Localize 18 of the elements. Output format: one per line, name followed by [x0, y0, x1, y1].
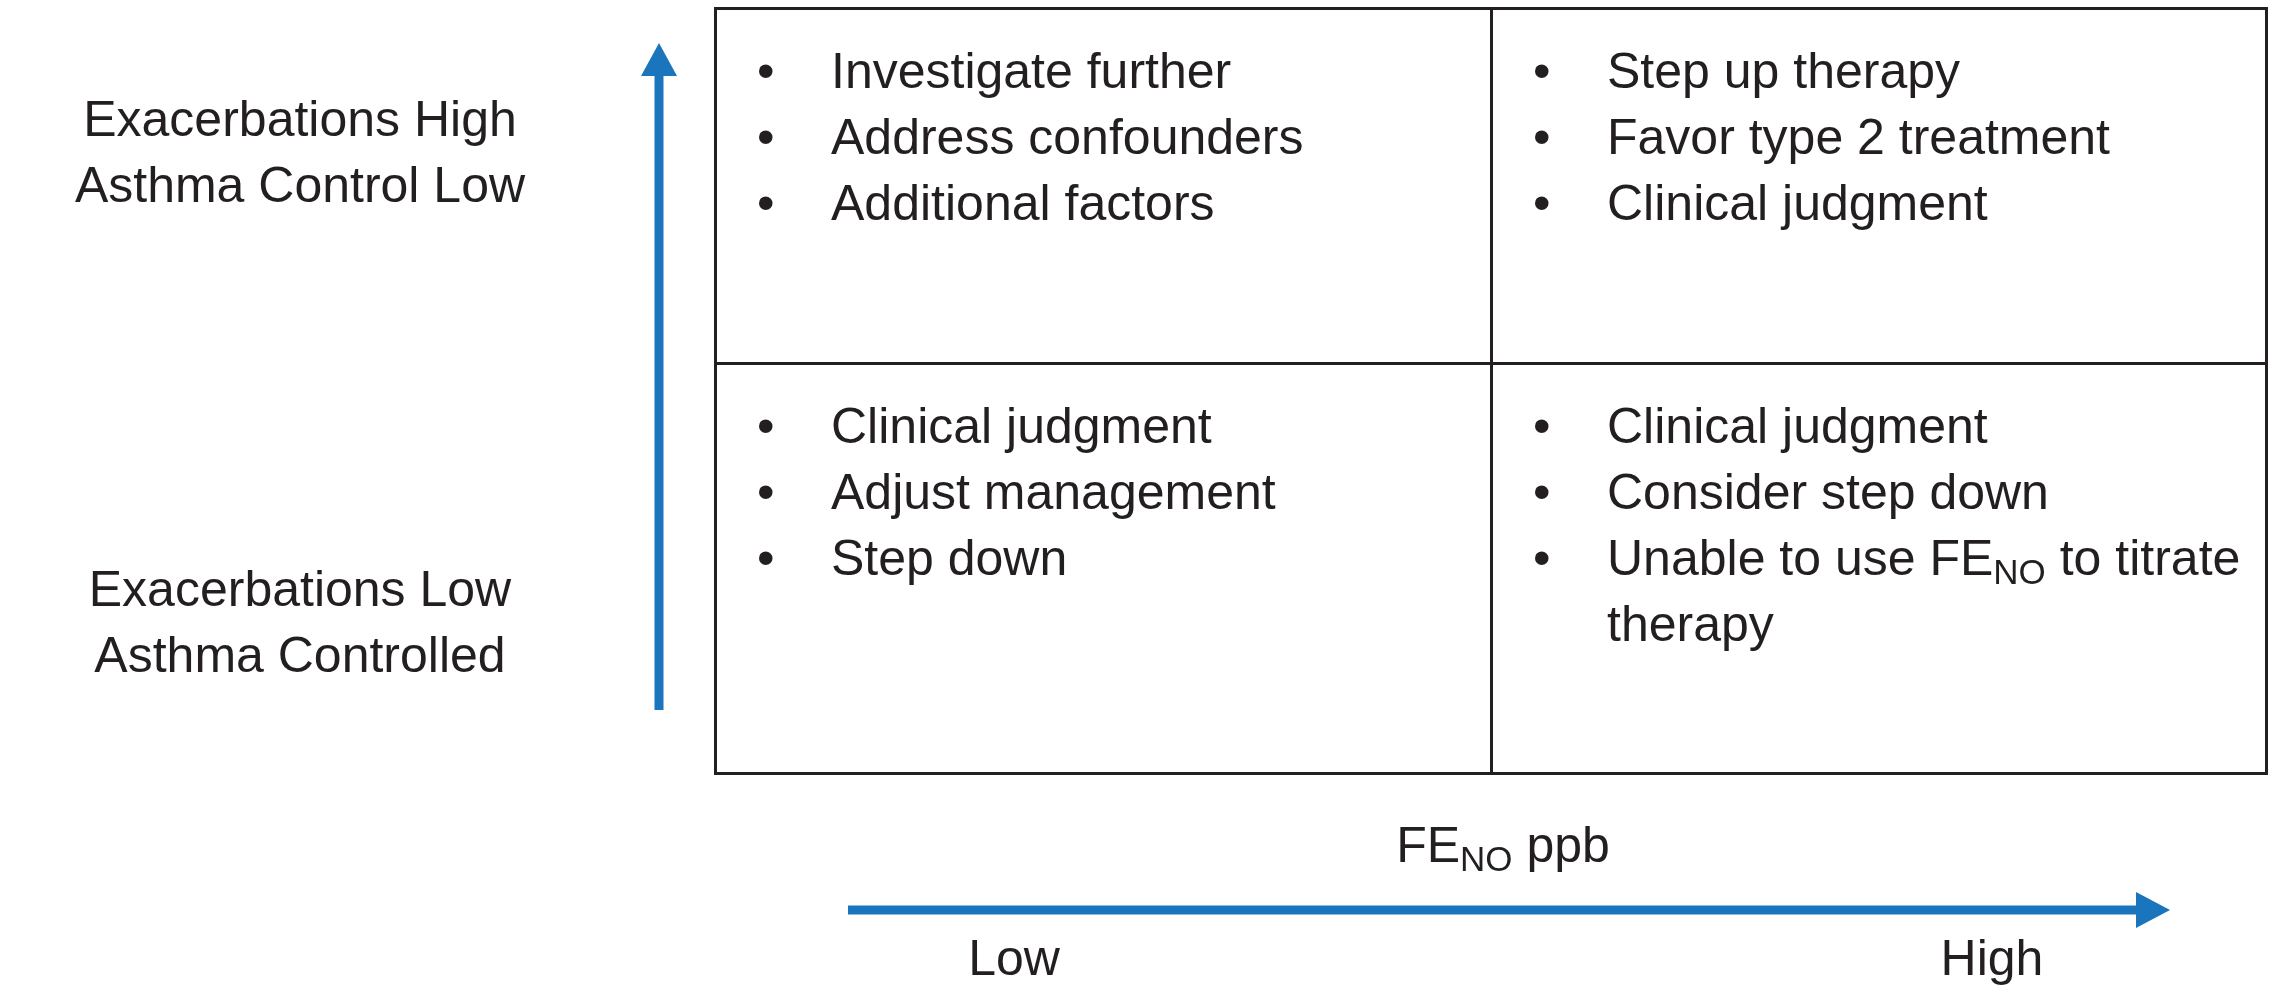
bullet-item: • Step up therapy [1533, 42, 1962, 101]
axis-label: FE$_{NO}$ ppb [1395, 816, 1611, 878]
bullet-item: • Consider step down [1533, 463, 2050, 522]
bullet-item: • Adjust management [757, 463, 1277, 522]
bullet-item: • Unable to use FE$_{NO}$ to titrate therapy [1533, 529, 2242, 654]
bullet-item: • Investigate further [757, 42, 1233, 101]
axis-label: Exacerbations High Asthma Control Low [73, 90, 527, 215]
bullet-item: • Additional factors [757, 174, 1216, 233]
axis-label: Low [967, 929, 1061, 988]
bullet-item: • Address confounders [757, 108, 1305, 167]
axis-label: Exacerbations Low Asthma Controlled [87, 560, 513, 685]
bullet-item: • Clinical judgment [757, 397, 1213, 456]
bullet-item: • Clinical judgment [1533, 397, 1989, 456]
bullet-item: • Favor type 2 treatment [1533, 108, 2111, 167]
quadrant-cell [717, 10, 1493, 365]
bullet-item: • Clinical judgment [1533, 174, 1989, 233]
axis-label: High [1939, 929, 2045, 988]
bullet-item: • Step down [757, 529, 1069, 588]
